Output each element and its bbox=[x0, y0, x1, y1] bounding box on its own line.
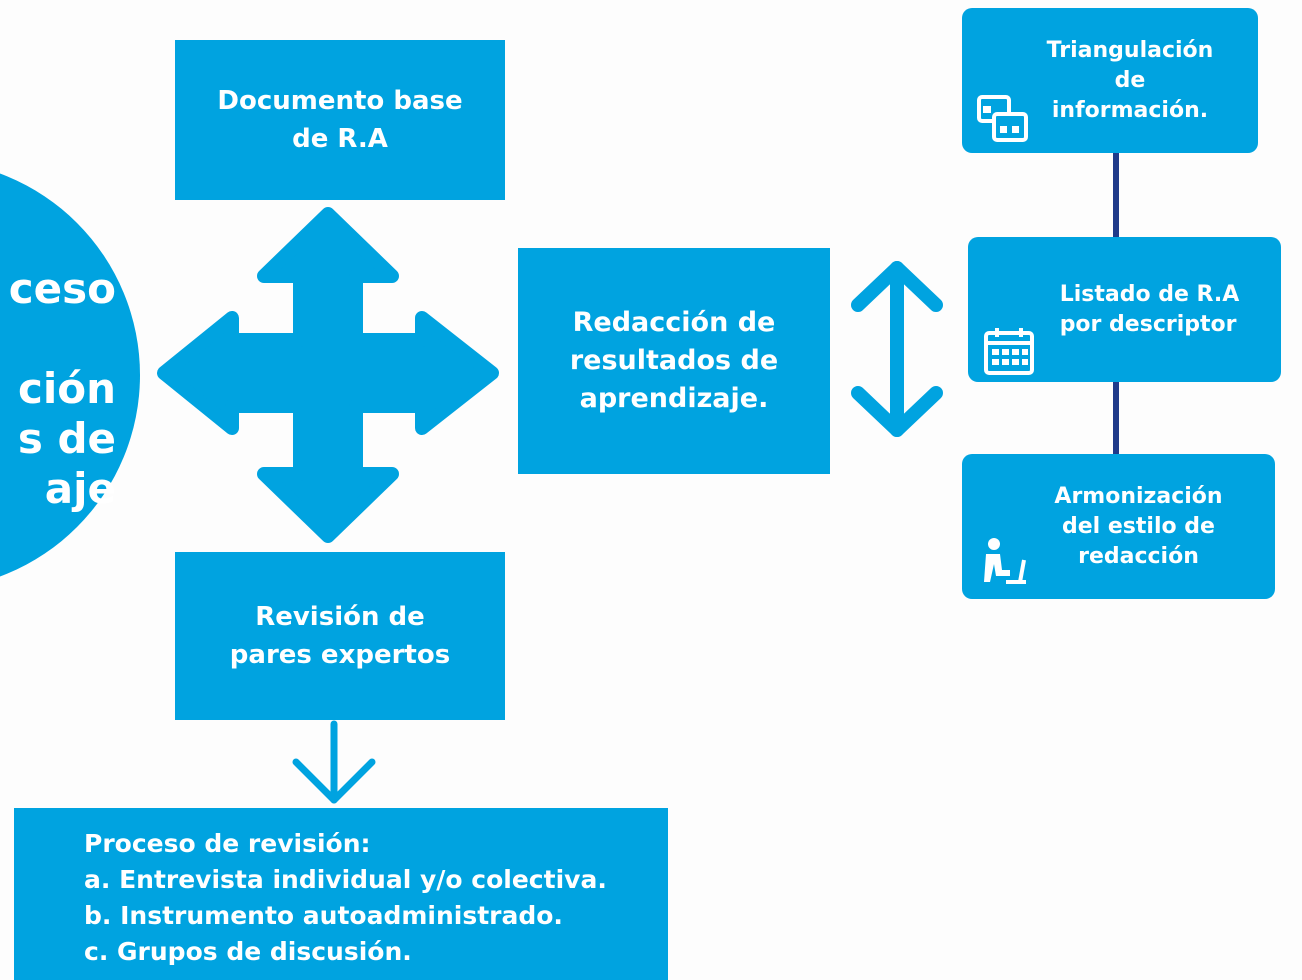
proceso-revision-item-b: b. Instrumento autoadministrado. bbox=[84, 901, 563, 930]
windows-icon bbox=[977, 95, 1028, 142]
listado-box: Listado de R.A por descriptor bbox=[968, 237, 1281, 382]
four-way-arrow-icon bbox=[157, 207, 499, 543]
armonizacion-box: Armonización del estilo de redacción bbox=[962, 454, 1275, 599]
person-at-desk-icon bbox=[984, 538, 1026, 584]
circle-line-2: ción bbox=[17, 364, 116, 413]
revision-pares-box: Revisión de pares expertos bbox=[175, 552, 505, 720]
double-vertical-arrow-icon bbox=[851, 261, 943, 437]
documento-base-box: Documento base de R.A bbox=[175, 40, 505, 200]
circle-line-3: s de bbox=[17, 414, 116, 463]
side-connector-bottom bbox=[1113, 381, 1119, 455]
triangulacion-box: Triangulación de información. bbox=[962, 8, 1258, 153]
revision-pares-label: Revisión de pares expertos bbox=[229, 602, 451, 670]
proceso-revision-title: Proceso de revisión: bbox=[84, 829, 371, 858]
listado-label: Listado de R.A por descriptor bbox=[1059, 281, 1240, 337]
calendar-icon bbox=[984, 328, 1034, 375]
circle-line-4: aje bbox=[44, 464, 116, 513]
armonizacion-label: Armonización del estilo de redacción bbox=[1054, 483, 1223, 569]
proceso-revision-box: Proceso de revisión: a. Entrevista indiv… bbox=[14, 808, 668, 980]
side-connector-top bbox=[1113, 152, 1119, 238]
redaccion-box: Redacción de resultados de aprendizaje. bbox=[518, 248, 830, 474]
proceso-revision-item-c: c. Grupos de discusión. bbox=[84, 937, 412, 966]
circle-line-1: ceso bbox=[8, 264, 116, 313]
triangulacion-label: Triangulación de información. bbox=[1046, 37, 1214, 123]
proceso-revision-item-a: a. Entrevista individual y/o colectiva. bbox=[84, 865, 607, 894]
down-arrow-icon bbox=[292, 720, 376, 804]
redaccion-label: Redacción de resultados de aprendizaje. bbox=[569, 307, 779, 414]
documento-base-label: Documento base de R.A bbox=[217, 86, 463, 154]
